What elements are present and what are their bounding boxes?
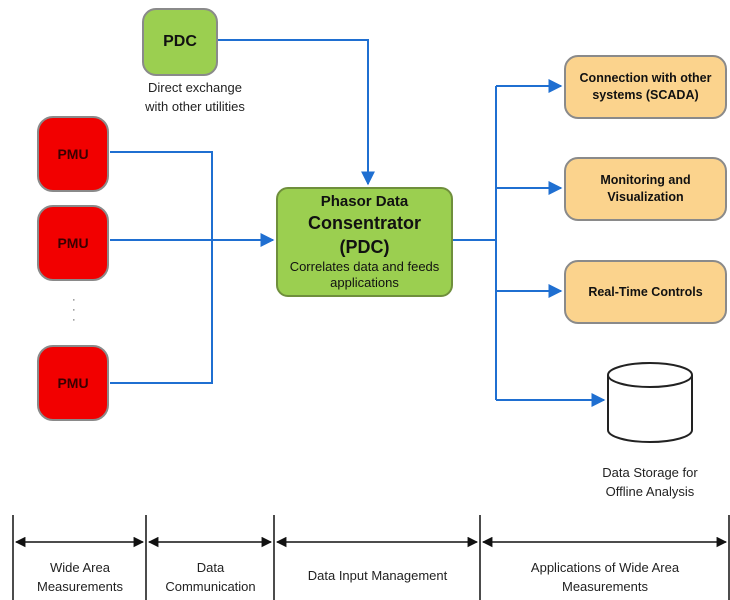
stage-timeline [12, 515, 730, 600]
pdc-main-title-line2: Consentrator (PDC) [307, 213, 421, 257]
pmu1-line [110, 151, 213, 240]
pdc-top-label: PDC [163, 33, 197, 50]
stage-applications: Applications of Wide Area Measurements [530, 560, 680, 594]
pmu-label: PMU [57, 375, 89, 391]
app-monitoring-visualization: Monitoring and Visualization [564, 157, 727, 221]
stage-wide-area-measurements: Wide Area Measurements [37, 560, 123, 594]
pdc-top-caption: Direct exchange with other utilities [145, 80, 245, 114]
app-real-time-controls: Real-Time Controls [564, 260, 727, 324]
pmu-node-3: PMU [37, 345, 109, 421]
phasor-data-concentrator-node: Phasor Data Consentrator (PDC) Correlate… [276, 187, 453, 297]
database-icon [607, 362, 693, 443]
pmu-node-2: PMU [37, 205, 109, 281]
pmu-node-1: PMU [37, 116, 109, 192]
ellipsis-dots: ··· [72, 294, 76, 326]
storage-caption: Data Storage for Offline Analysis [602, 465, 698, 499]
stage-data-input-management: Data Input Management [307, 568, 448, 583]
app-connection-scada: Connection with other systems (SCADA) [564, 55, 727, 119]
stage-data-communication: Data Communication [165, 560, 256, 594]
pmu-label: PMU [57, 235, 89, 251]
pdc-main-title-line1: Phasor Data [320, 193, 409, 210]
pdc-main-desc-line2: applications [330, 275, 399, 290]
pmu3-line [110, 240, 213, 384]
pdc-to-pdc-line [218, 39, 375, 186]
pmu-label: PMU [57, 146, 89, 162]
pdc-top-node: PDC [142, 8, 218, 76]
pdc-main-desc-line1: Correlates data and feeds [289, 259, 440, 274]
